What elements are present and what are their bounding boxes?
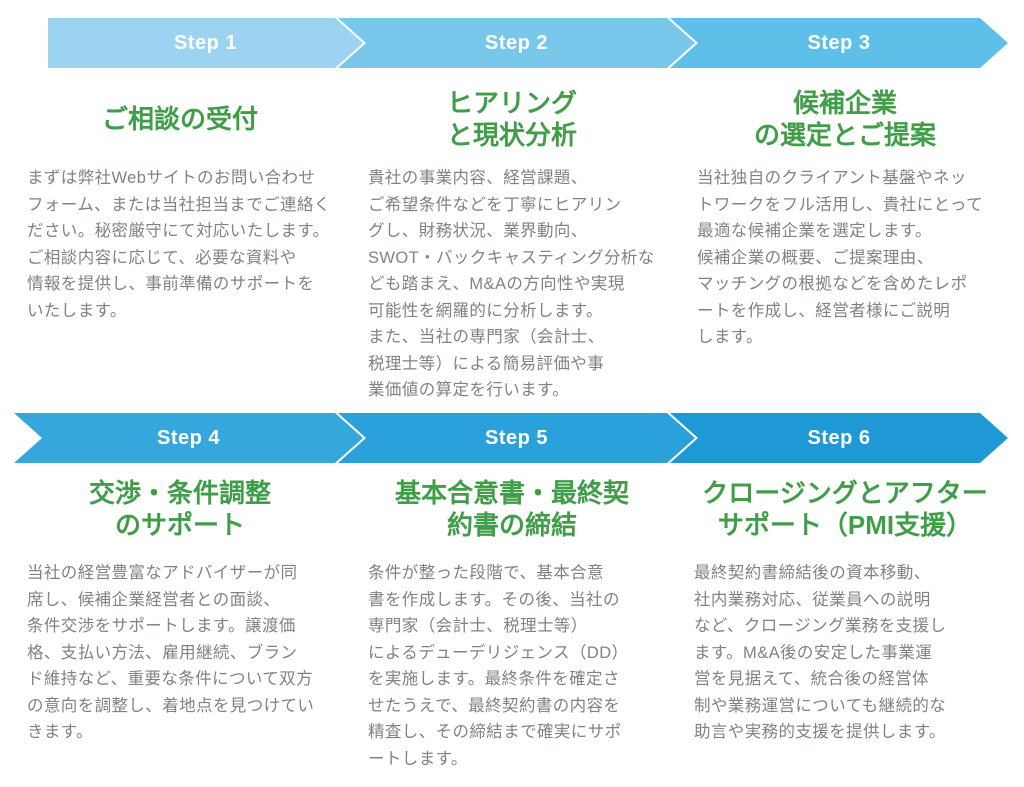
step-1-description: まずは弊社Webサイトのお問い合わせ フォーム、または当社担当までご連絡く ださ…	[27, 169, 331, 320]
step-4-description: 当社の経営豊富なアドバイザーが同 席し、候補企業経営者との面談、 条件交渉をサポ…	[27, 564, 315, 741]
step-5-description: 条件が整った段階で、基本合意 書を作成します。その後、当社の 専門家（会計士、税…	[368, 564, 629, 768]
step-5-title: 基本合意書・最終契 約書の締結	[394, 478, 629, 540]
step-4-label: Step 4	[156, 426, 221, 449]
step-5-label: Step 5	[484, 426, 549, 449]
step-6-arrow: Step 6	[670, 413, 1008, 463]
step-1-title: ご相談の受付	[101, 104, 258, 134]
step-5-arrow: Step 5	[338, 413, 695, 463]
step-3-label: Step 3	[807, 31, 871, 54]
step-arrow-row-top: Step 1 Step 2 Step 3	[0, 18, 1024, 68]
step-6-label: Step 6	[807, 426, 871, 449]
step-2-label: Step 2	[484, 31, 549, 54]
step-arrow-row-bottom: Step 4 Step 5 Step 6	[0, 413, 1024, 463]
step-3-description: 当社独自のクライアント基盤やネッ トワークをフル活用し、貴社にとって 最適な候補…	[697, 169, 983, 346]
step-6-title: クロージングとアフター サポート（PMI支援）	[702, 478, 988, 540]
step-3-arrow: Step 3	[670, 18, 1008, 68]
step-2-description: 貴社の事業内容、経営課題、 ご希望条件などを丁寧にヒアリン グし、財務状況、業界…	[368, 169, 655, 399]
step-1-label: Step 1	[173, 31, 238, 54]
step-1-arrow: Step 1	[48, 18, 363, 68]
step-2-title: ヒアリング と現状分析	[446, 88, 577, 150]
step-2-arrow: Step 2	[338, 18, 695, 68]
step-6-description: 最終契約書締結後の資本移動、 社内業務対応、従業員への説明 など、クロージング業…	[694, 564, 947, 741]
step-3-title: 候補企業 の選定とご提案	[753, 88, 936, 150]
step-4-arrow: Step 4	[14, 413, 363, 463]
step-4-title: 交渉・条件調整 のサポート	[88, 478, 271, 540]
